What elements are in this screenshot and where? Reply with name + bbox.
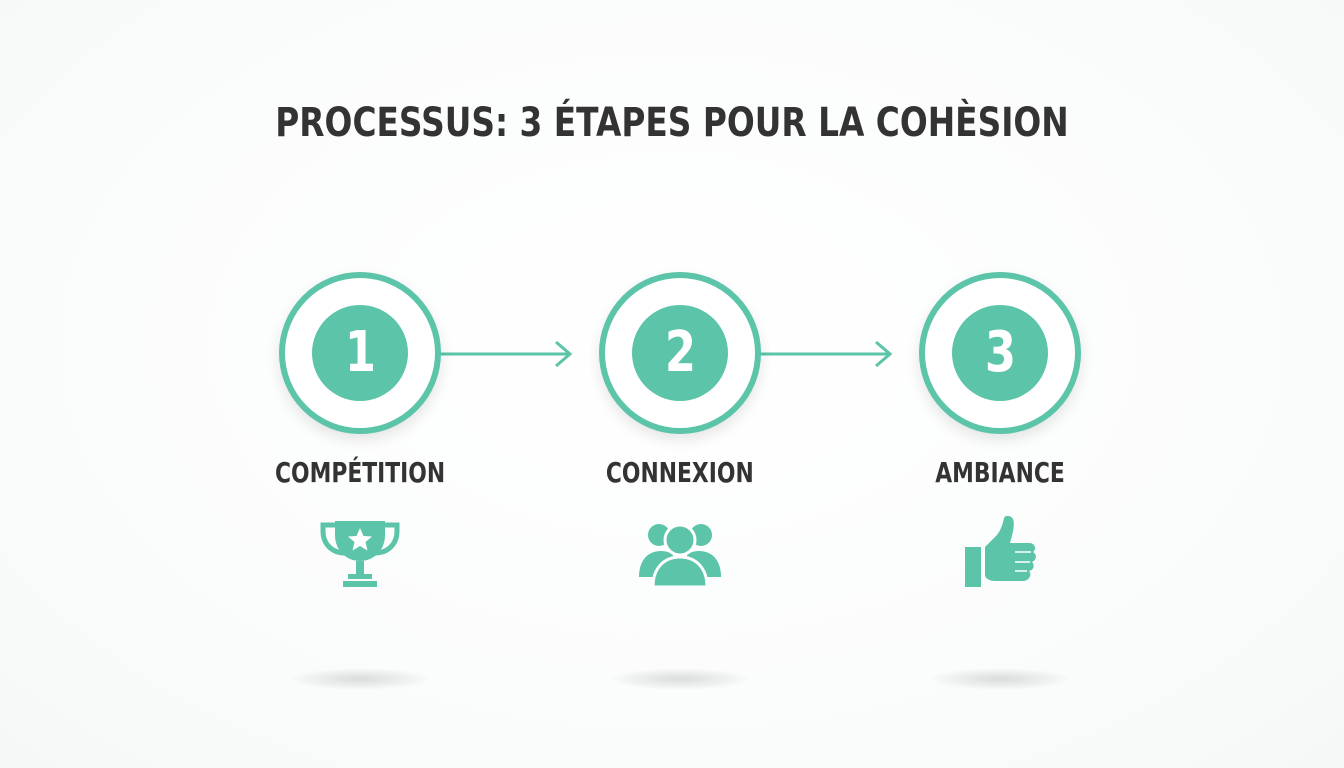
arrow-connector-2-3 <box>758 340 893 368</box>
step-1-label: COMPÉTITION <box>274 456 446 489</box>
step-2-label: CONNEXION <box>606 456 754 489</box>
step-3-number: 3 <box>984 320 1016 385</box>
step-2-number-badge: 2 <box>632 305 728 401</box>
step-3-shadow <box>930 668 1070 690</box>
group-icon <box>639 523 721 589</box>
step-2-circle: 2 <box>599 272 761 434</box>
trophy-icon <box>320 521 400 587</box>
thumbs-up-icon <box>965 515 1036 587</box>
step-2-number: 2 <box>664 320 696 385</box>
diagram-title: PROCESSUS: 3 ÉTAPES POUR LA COHÈSION <box>275 100 1069 146</box>
step-3-label: AMBIANCE <box>935 456 1065 489</box>
step-1-shadow <box>290 668 430 690</box>
step-2-shadow <box>610 668 750 690</box>
arrow-connector-1-2 <box>438 340 573 368</box>
step-3-number-badge: 3 <box>952 305 1048 401</box>
step-3-circle: 3 <box>919 272 1081 434</box>
step-1-number-badge: 1 <box>312 305 408 401</box>
step-1-circle: 1 <box>279 272 441 434</box>
step-1-number: 1 <box>344 320 376 385</box>
